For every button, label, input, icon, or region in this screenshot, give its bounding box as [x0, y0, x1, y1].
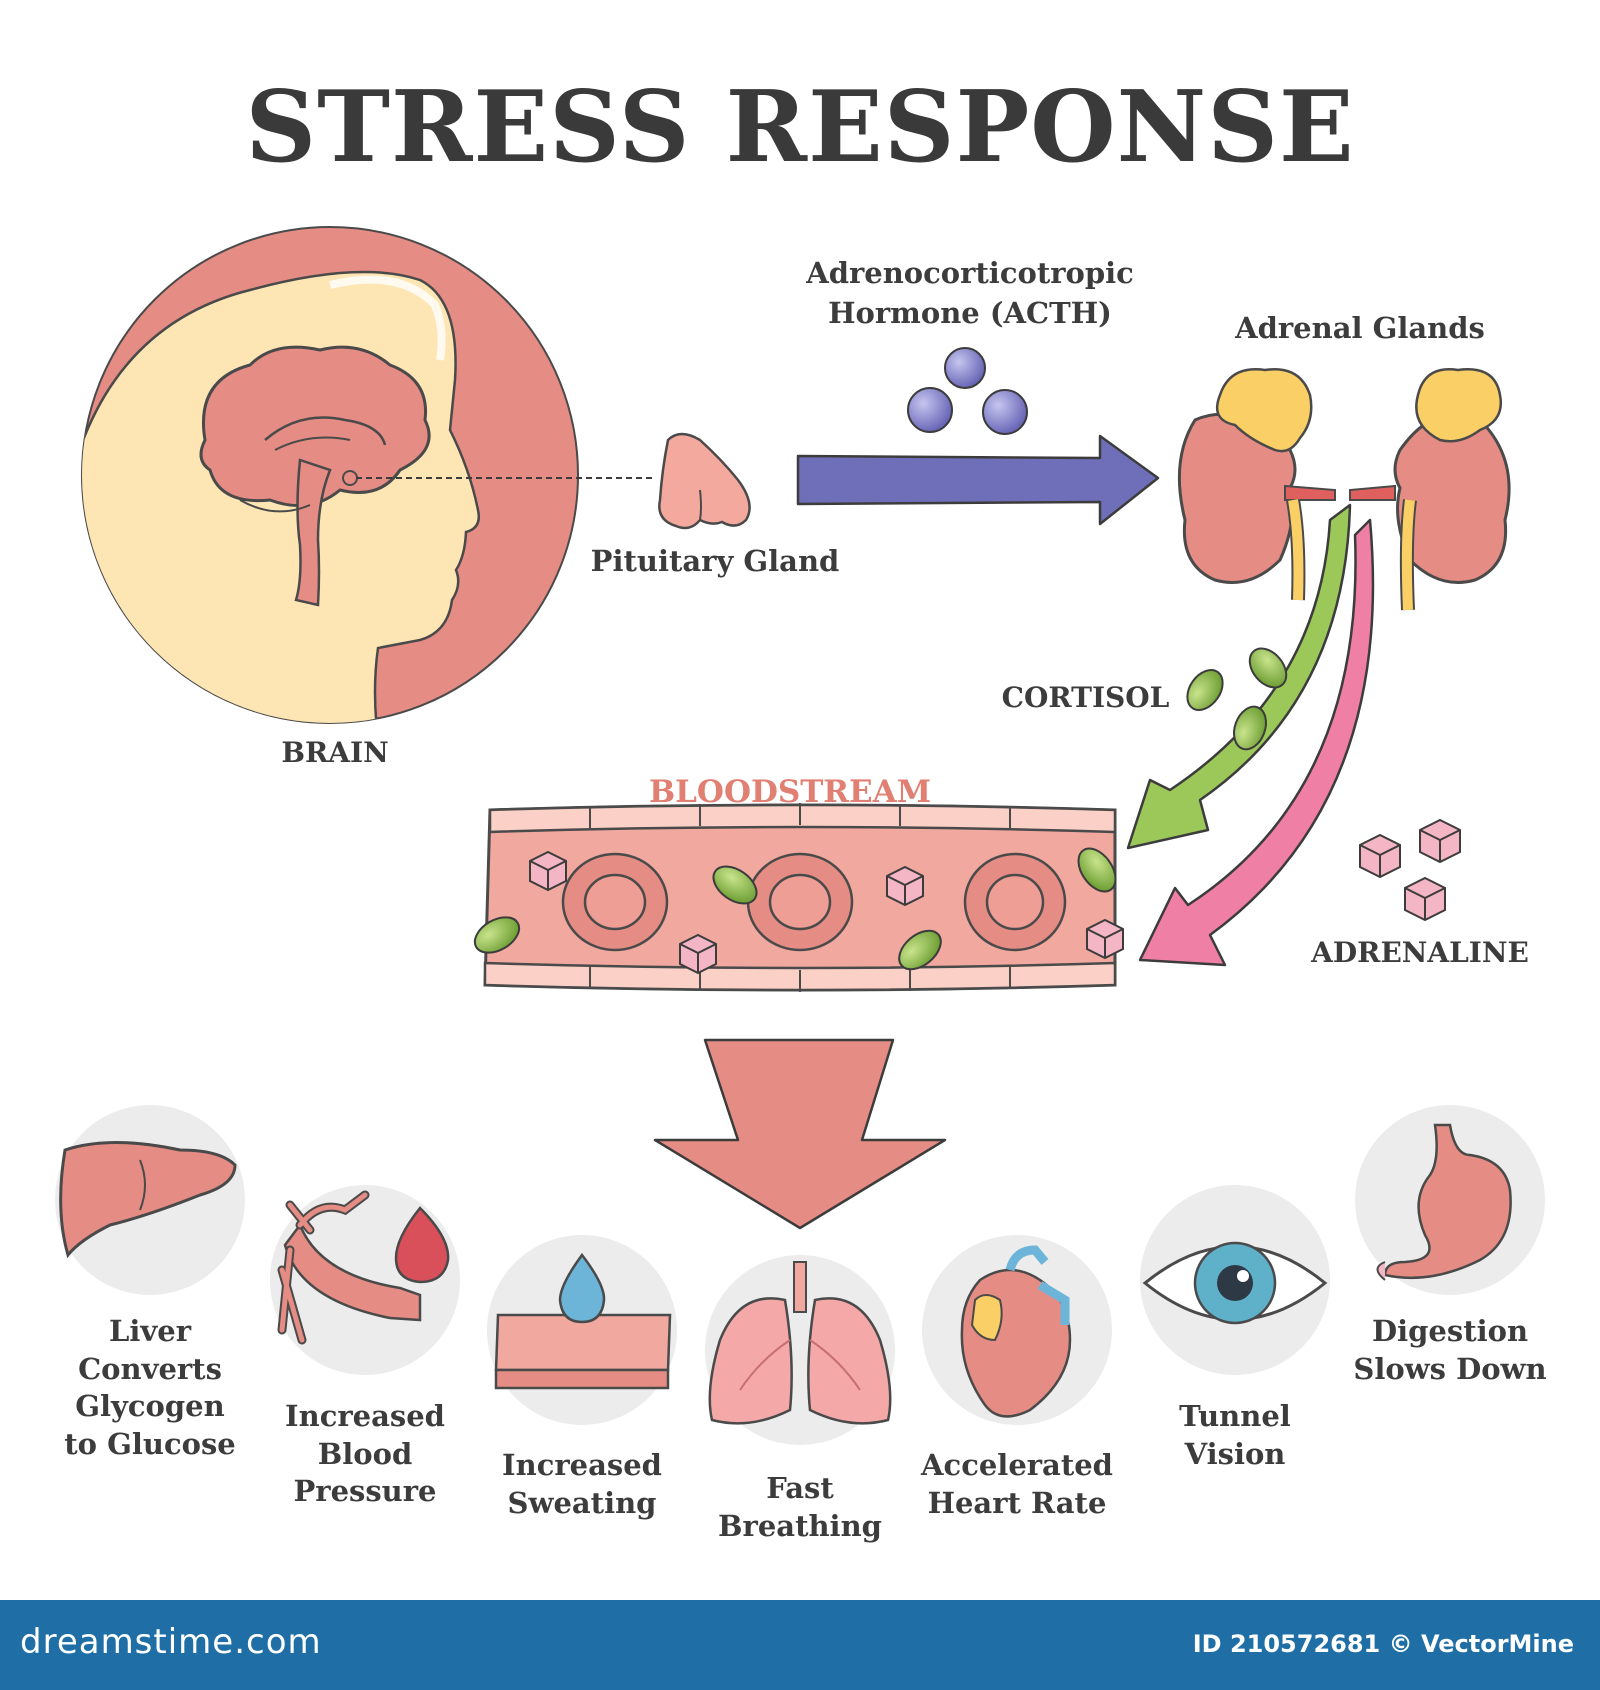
sweat-drop-icon	[494, 1252, 672, 1390]
cortisol-arrow	[1126, 503, 1352, 850]
adrenal-glands-label: Adrenal Glands	[1235, 311, 1485, 345]
cortisol-label: CORTISOL	[1001, 681, 1170, 714]
effect-label-blood-pressure: Increased Blood Pressure	[285, 1399, 445, 1509]
stomach-icon	[1376, 1123, 1512, 1281]
blood-vessel	[473, 803, 1124, 992]
brain-icon	[199, 345, 431, 607]
acth-label-line2: Hormone (ACTH)	[828, 296, 1112, 330]
effect-label-sweating: Increased Sweating	[502, 1448, 662, 1520]
effect-label-digestion: Digestion Slows Down	[1353, 1314, 1547, 1386]
eye-icon	[1142, 1241, 1328, 1325]
adrenaline-cubes-icon	[1359, 818, 1461, 922]
page-title: STRESS RESPONSE	[245, 70, 1355, 185]
bloodstream-label: BLOODSTREAM	[648, 774, 932, 810]
footer-site-logo[interactable]: dreamstime.com	[20, 1622, 322, 1662]
pituitary-gland-icon	[658, 432, 751, 530]
kidneys-icon	[1177, 368, 1511, 611]
lungs-icon	[708, 1261, 892, 1425]
brain-label: BRAIN	[281, 736, 389, 769]
pituitary-gland-label: Pituitary Gland	[590, 544, 840, 578]
acth-label-line1: Adrenocorticotropic	[806, 256, 1134, 290]
head-illustration	[81, 226, 652, 724]
footer-bar: dreamstime.com ID 210572681 © VectorMine	[0, 1600, 1600, 1690]
cortisol-pills-icon	[1186, 647, 1288, 751]
effect-label-tunnel-vision: Tunnel Vision	[1179, 1399, 1291, 1471]
effect-label-breathing: Fast Breathing	[718, 1471, 882, 1543]
footer-image-id: ID 210572681 © VectorMine	[1192, 1630, 1574, 1658]
heart-icon	[960, 1245, 1072, 1418]
effect-label-heart-rate: Accelerated Heart Rate	[921, 1448, 1113, 1520]
diagram-graphics	[55, 226, 1545, 1445]
effect-label-liver: Liver Converts Glycogen to Glucose	[64, 1314, 236, 1462]
adrenaline-label: ADRENALINE	[1311, 936, 1529, 969]
liver-icon	[59, 1141, 237, 1259]
acth-molecules-icon	[907, 347, 1028, 435]
adrenaline-arrow	[1138, 518, 1375, 967]
down-arrow	[653, 1038, 947, 1230]
acth-arrow	[796, 434, 1160, 526]
blood-vessel-icon	[277, 1190, 450, 1345]
